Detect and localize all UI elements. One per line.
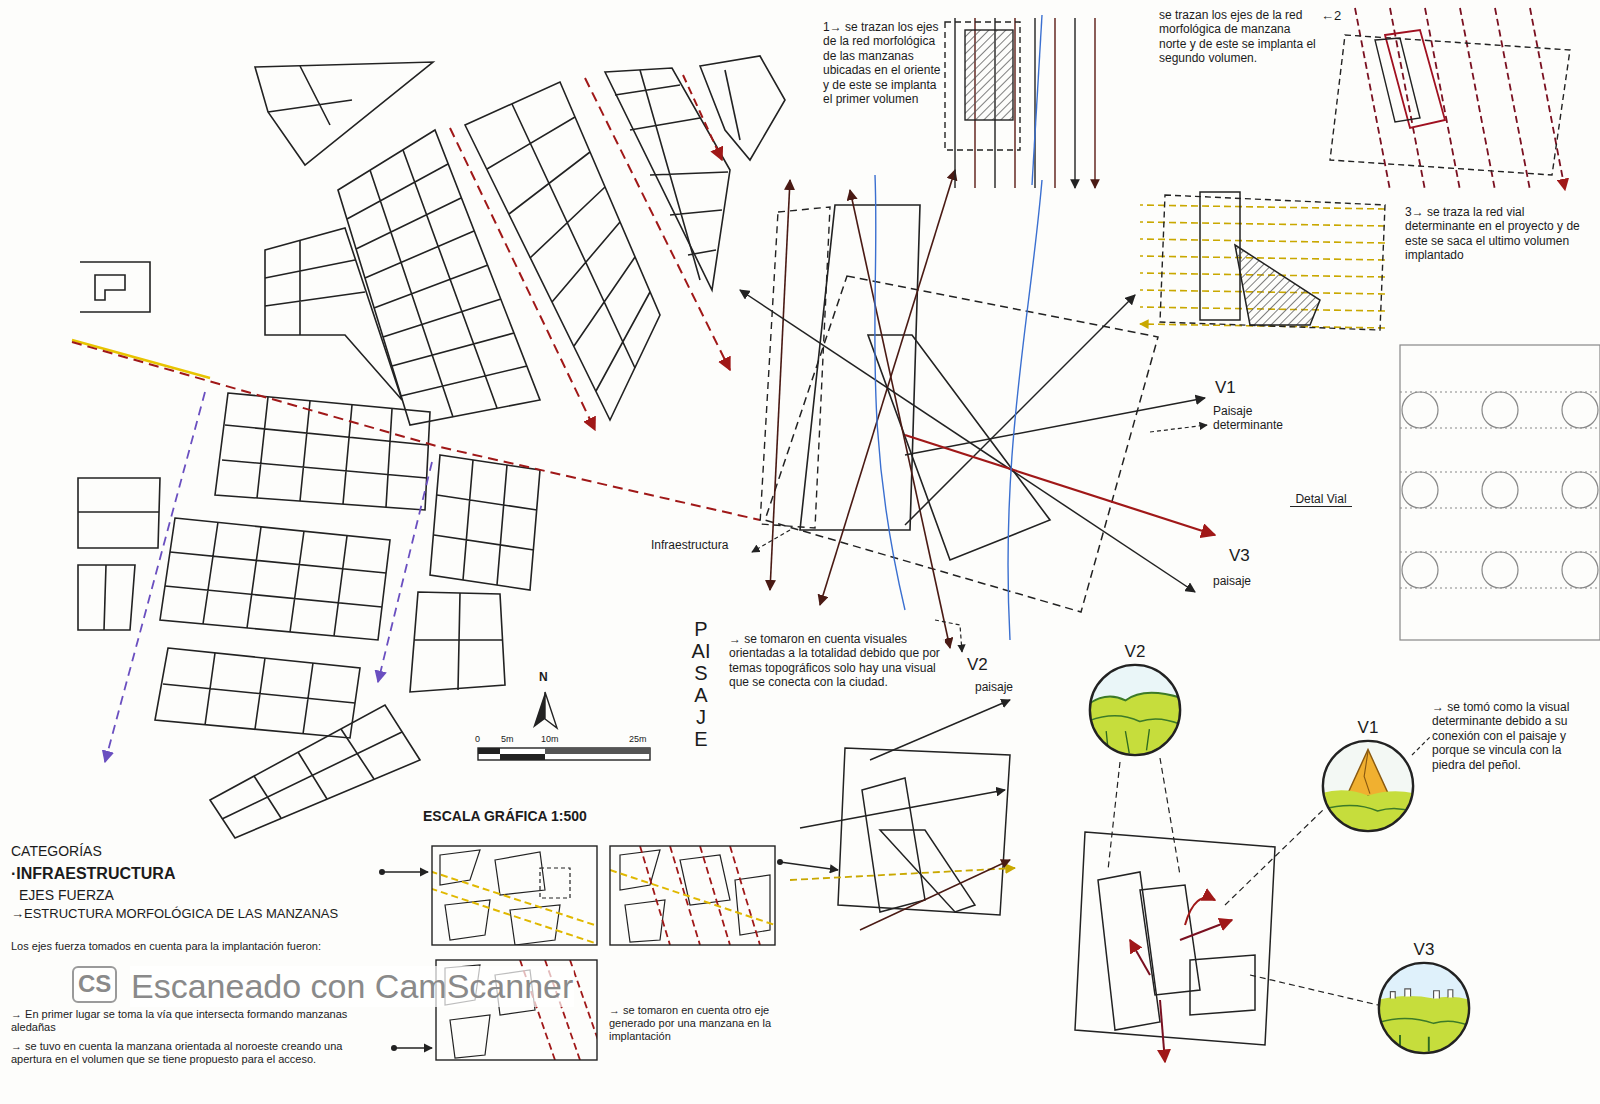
volume-diagram (790, 700, 1015, 930)
label-anchor: → se tomó como la visual determinante de… (1431, 700, 1596, 772)
category-item: →ESTRUCTURA MORFOLÓGICA DE LAS MANZANAS (10, 906, 342, 922)
label-anchor: V3 (1228, 546, 1251, 566)
axis-thumbnails (379, 846, 838, 1060)
leader-label: Infraestructura (650, 538, 729, 552)
implantation-diagram (740, 170, 1215, 652)
view-label: V1 (1214, 378, 1237, 398)
category-item: EJES FUERZA (18, 887, 115, 904)
label-anchor: → En primer lugar se toma la vía que int… (10, 1008, 382, 1034)
label-anchor: → se tomaron en cuenta otro eje generado… (608, 1004, 795, 1044)
vial-detail (1400, 345, 1600, 640)
label-anchor: Escaneado con CamScanner (130, 966, 574, 1007)
view-note: paisaje (974, 680, 1014, 694)
label-anchor: V1 (1214, 378, 1237, 398)
north-label: N (538, 670, 549, 684)
body-note: → En primer lugar se toma la vía que int… (10, 1008, 382, 1034)
watermark-logo: CS (72, 966, 117, 1003)
label-anchor: V2 (966, 655, 989, 675)
view-note: → se tomaron en cuenta visuales orientad… (728, 632, 945, 690)
body-note: Los ejes fuerza tomados en cuenta para l… (10, 940, 382, 953)
city-blocks (78, 56, 785, 838)
label-anchor: paisaje (1212, 574, 1252, 588)
step-note: 1→ se trazan los ejes de la red morfológ… (822, 20, 944, 106)
label-anchor: se trazan los ejes de la red morfológica… (1158, 8, 1318, 66)
label-anchor: 10m (540, 734, 560, 745)
step-1-diagram (945, 15, 1095, 188)
view-note: → se tomó como la visual determinante de… (1431, 700, 1596, 772)
view-label: V3 (1376, 940, 1472, 960)
view-label: V2 (966, 655, 989, 675)
label-anchor: paisaje (974, 680, 1014, 694)
scale-tick: 5m (500, 734, 515, 745)
label-anchor: Infraestructura (650, 538, 729, 552)
landscape-view (1320, 738, 1416, 834)
category-heading: CATEGORÍAS (10, 843, 103, 860)
force-axes (72, 75, 760, 762)
label-anchor: CS (72, 966, 117, 1003)
scale-tick: 10m (540, 734, 560, 745)
label-anchor: 25m (628, 734, 648, 745)
view-note: Paisaje determinante (1212, 404, 1324, 433)
label-anchor: PAISAJE (690, 618, 712, 750)
label-anchor: ESCALA GRÁFICA 1:500 (422, 808, 588, 825)
body-note: → se tuvo en cuenta la manzana orientada… (10, 1040, 382, 1066)
landscape-view (1087, 662, 1183, 758)
label-anchor: →ESTRUCTURA MORFOLÓGICA DE LAS MANZANAS (10, 906, 342, 922)
watermark: Escaneado con CamScanner (130, 966, 574, 1007)
vertical-title: PAISAJE (690, 618, 712, 750)
label-anchor: Detal Vial (1290, 492, 1352, 507)
label-anchor: ·INFRAESTRUCTURA (10, 864, 176, 883)
view-label: V1 (1320, 718, 1416, 738)
label-anchor: EJES FUERZA (18, 887, 115, 904)
label-anchor: N (538, 670, 549, 684)
label-anchor: ←2 (1320, 8, 1342, 24)
view-circle: V3 (1376, 940, 1472, 1056)
label-anchor: 3→ se traza la red vial determinante en … (1404, 205, 1596, 263)
view-circle: V2 (1087, 642, 1183, 758)
label-anchor: 1→ se trazan los ejes de la red morfológ… (822, 20, 944, 106)
step-note: 3→ se traza la red vial determinante en … (1404, 205, 1596, 263)
step-note: se trazan los ejes de la red morfológica… (1158, 8, 1318, 66)
scale-tick: 25m (628, 734, 648, 745)
label-anchor: Paisaje determinante (1212, 404, 1324, 433)
label-anchor: 5m (500, 734, 515, 745)
label-anchor: Los ejes fuerza tomados en cuenta para l… (10, 940, 382, 953)
view-label: V3 (1228, 546, 1251, 566)
label-anchor: → se tomaron en cuenta visuales orientad… (728, 632, 945, 690)
category-item: ·INFRAESTRUCTURA (10, 864, 176, 883)
label-anchor: 0 (474, 734, 481, 745)
north-and-scale (478, 692, 650, 760)
step-2-diagram (1330, 8, 1570, 190)
label-anchor: CATEGORÍAS (10, 843, 103, 860)
scale-tick: 0 (474, 734, 481, 745)
body-note: → se tomaron en cuenta otro eje generado… (608, 1004, 795, 1044)
view-note: paisaje (1212, 574, 1252, 588)
step-3-diagram (1140, 192, 1385, 330)
step-number: ←2 (1320, 8, 1342, 24)
view-circle: V1 (1320, 718, 1416, 834)
landscape-view (1376, 960, 1472, 1056)
detail-title: Detal Vial (1290, 492, 1352, 507)
scale-title: ESCALA GRÁFICA 1:500 (422, 808, 588, 825)
view-label: V2 (1087, 642, 1183, 662)
label-anchor: → se tuvo en cuenta la manzana orientada… (10, 1040, 382, 1066)
